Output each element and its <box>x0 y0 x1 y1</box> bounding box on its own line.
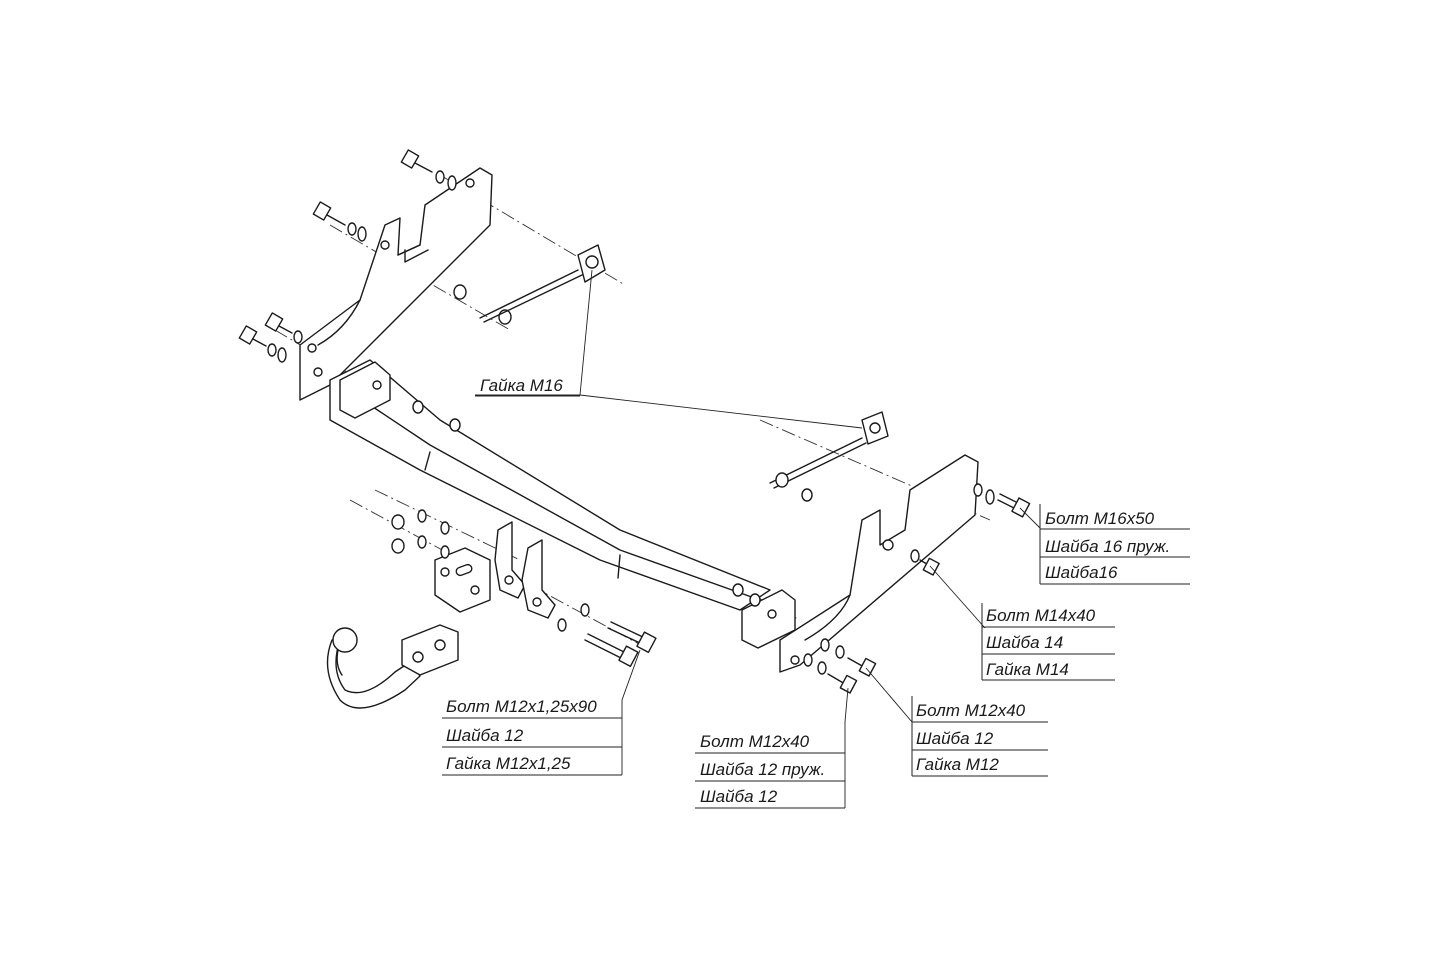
nut-icon <box>775 472 789 488</box>
washer-icon <box>910 549 920 563</box>
left-mounting-bracket <box>299 167 493 401</box>
washer-icon <box>417 509 427 523</box>
right-nut-plate <box>769 411 889 502</box>
washer-icon <box>557 618 567 632</box>
washer-icon <box>803 653 813 667</box>
svg-text:Гайка М16: Гайка М16 <box>480 376 563 395</box>
svg-text:Шайба 16 пруж.: Шайба 16 пруж. <box>1045 537 1170 556</box>
nut-icon <box>391 538 405 554</box>
washer-icon <box>440 545 450 559</box>
nut-icon <box>732 583 744 597</box>
left-nut-plate <box>479 244 606 323</box>
svg-text:Шайба 12: Шайба 12 <box>700 787 778 806</box>
washer-icon <box>440 521 450 535</box>
left-bolts <box>238 149 512 363</box>
right-mounting-bracket <box>779 454 979 673</box>
washer-icon <box>985 489 995 505</box>
bolt-icon <box>312 201 367 242</box>
long-bolt-icon <box>607 621 657 654</box>
bolt-icon <box>997 493 1031 518</box>
leader-lines <box>475 269 1041 808</box>
bolt-icon <box>238 325 287 363</box>
svg-text:Болт М12х1,25х90: Болт М12х1,25х90 <box>446 697 597 716</box>
nut-icon <box>749 593 761 607</box>
label-group-right-mid: Болт М14х40 Шайба 14 Гайка М14 <box>981 603 1115 681</box>
nut-icon <box>412 400 424 414</box>
bolt-icon <box>264 312 303 344</box>
label-group-right-low: Болт М12х40 Шайба 12 Гайка М12 <box>911 696 1048 777</box>
svg-text:Болт М14х40: Болт М14х40 <box>986 606 1096 625</box>
label-group-right-top: Болт М16х50 Шайба 16 пруж. Шайба16 <box>1039 504 1190 585</box>
nut-icon <box>453 284 467 300</box>
nut-icon <box>449 418 461 432</box>
svg-text:Гайка М12х1,25: Гайка М12х1,25 <box>446 754 571 773</box>
svg-text:Гайка М12: Гайка М12 <box>916 755 999 774</box>
svg-text:Шайба16: Шайба16 <box>1045 563 1118 582</box>
svg-text:Шайба 12: Шайба 12 <box>446 726 524 745</box>
washer-icon <box>417 535 427 549</box>
svg-text:Гайка М14: Гайка М14 <box>986 660 1069 679</box>
long-bolt-icon <box>584 633 639 668</box>
washer-icon <box>835 645 845 659</box>
label-group-left-low: Болт М12х1,25х90 Шайба 12 Гайка М12х1,25 <box>442 697 622 776</box>
tow-ball-neck <box>326 624 459 709</box>
svg-text:Болт М12х40: Болт М12х40 <box>700 732 810 751</box>
svg-text:Шайба 14: Шайба 14 <box>986 633 1063 652</box>
svg-text:Болт М12х40: Болт М12х40 <box>916 701 1026 720</box>
label-group-center-low: Болт М12х40 Шайба 12 пруж. Шайба 12 <box>695 732 845 809</box>
bolt-icon <box>400 149 457 191</box>
washer-icon <box>817 661 827 675</box>
right-bolts <box>803 483 1031 694</box>
svg-text:Шайба 12: Шайба 12 <box>916 729 994 748</box>
bolt-icon <box>827 673 858 694</box>
washer-icon <box>801 488 813 502</box>
label-nut-m16: Гайка М16 <box>475 376 580 397</box>
nut-icon <box>391 514 405 530</box>
hitch-brackets <box>434 521 556 619</box>
washer-icon <box>580 603 590 617</box>
washer-icon <box>820 638 830 652</box>
svg-text:Шайба 12 пруж.: Шайба 12 пруж. <box>700 760 825 779</box>
center-left-bolts <box>391 509 657 668</box>
washer-icon <box>973 483 983 497</box>
bolt-icon <box>919 557 940 576</box>
svg-text:Болт М16х50: Болт М16х50 <box>1045 509 1155 528</box>
main-cross-beam <box>329 359 796 649</box>
bolt-icon <box>847 657 877 677</box>
